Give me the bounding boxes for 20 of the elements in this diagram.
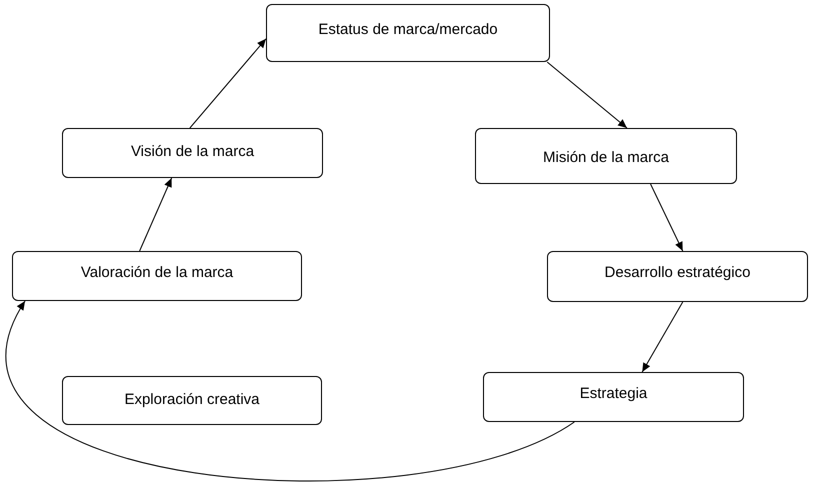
box-label: Valoración de la marca [80,263,234,283]
arrow [642,302,684,372]
box-label: Estrategia [580,384,648,404]
box-label: Visión de la marca [130,142,254,162]
process-box [62,376,322,425]
process-box [12,251,302,301]
box-label: Estatus de marca/mercado [318,20,498,40]
arrow [6,300,575,482]
process-box [547,251,808,302]
box-label: Misión de la marca [543,148,669,168]
process-box [266,4,550,62]
box-label: Exploración creativa [124,390,260,410]
process-box [483,372,744,422]
process-box [62,128,323,178]
box-label: Desarrollo estratégico [604,263,750,283]
arrow [189,38,266,128]
arrow [546,62,628,128]
arrow [139,178,172,252]
arrow [650,184,684,252]
process-box [475,128,737,184]
